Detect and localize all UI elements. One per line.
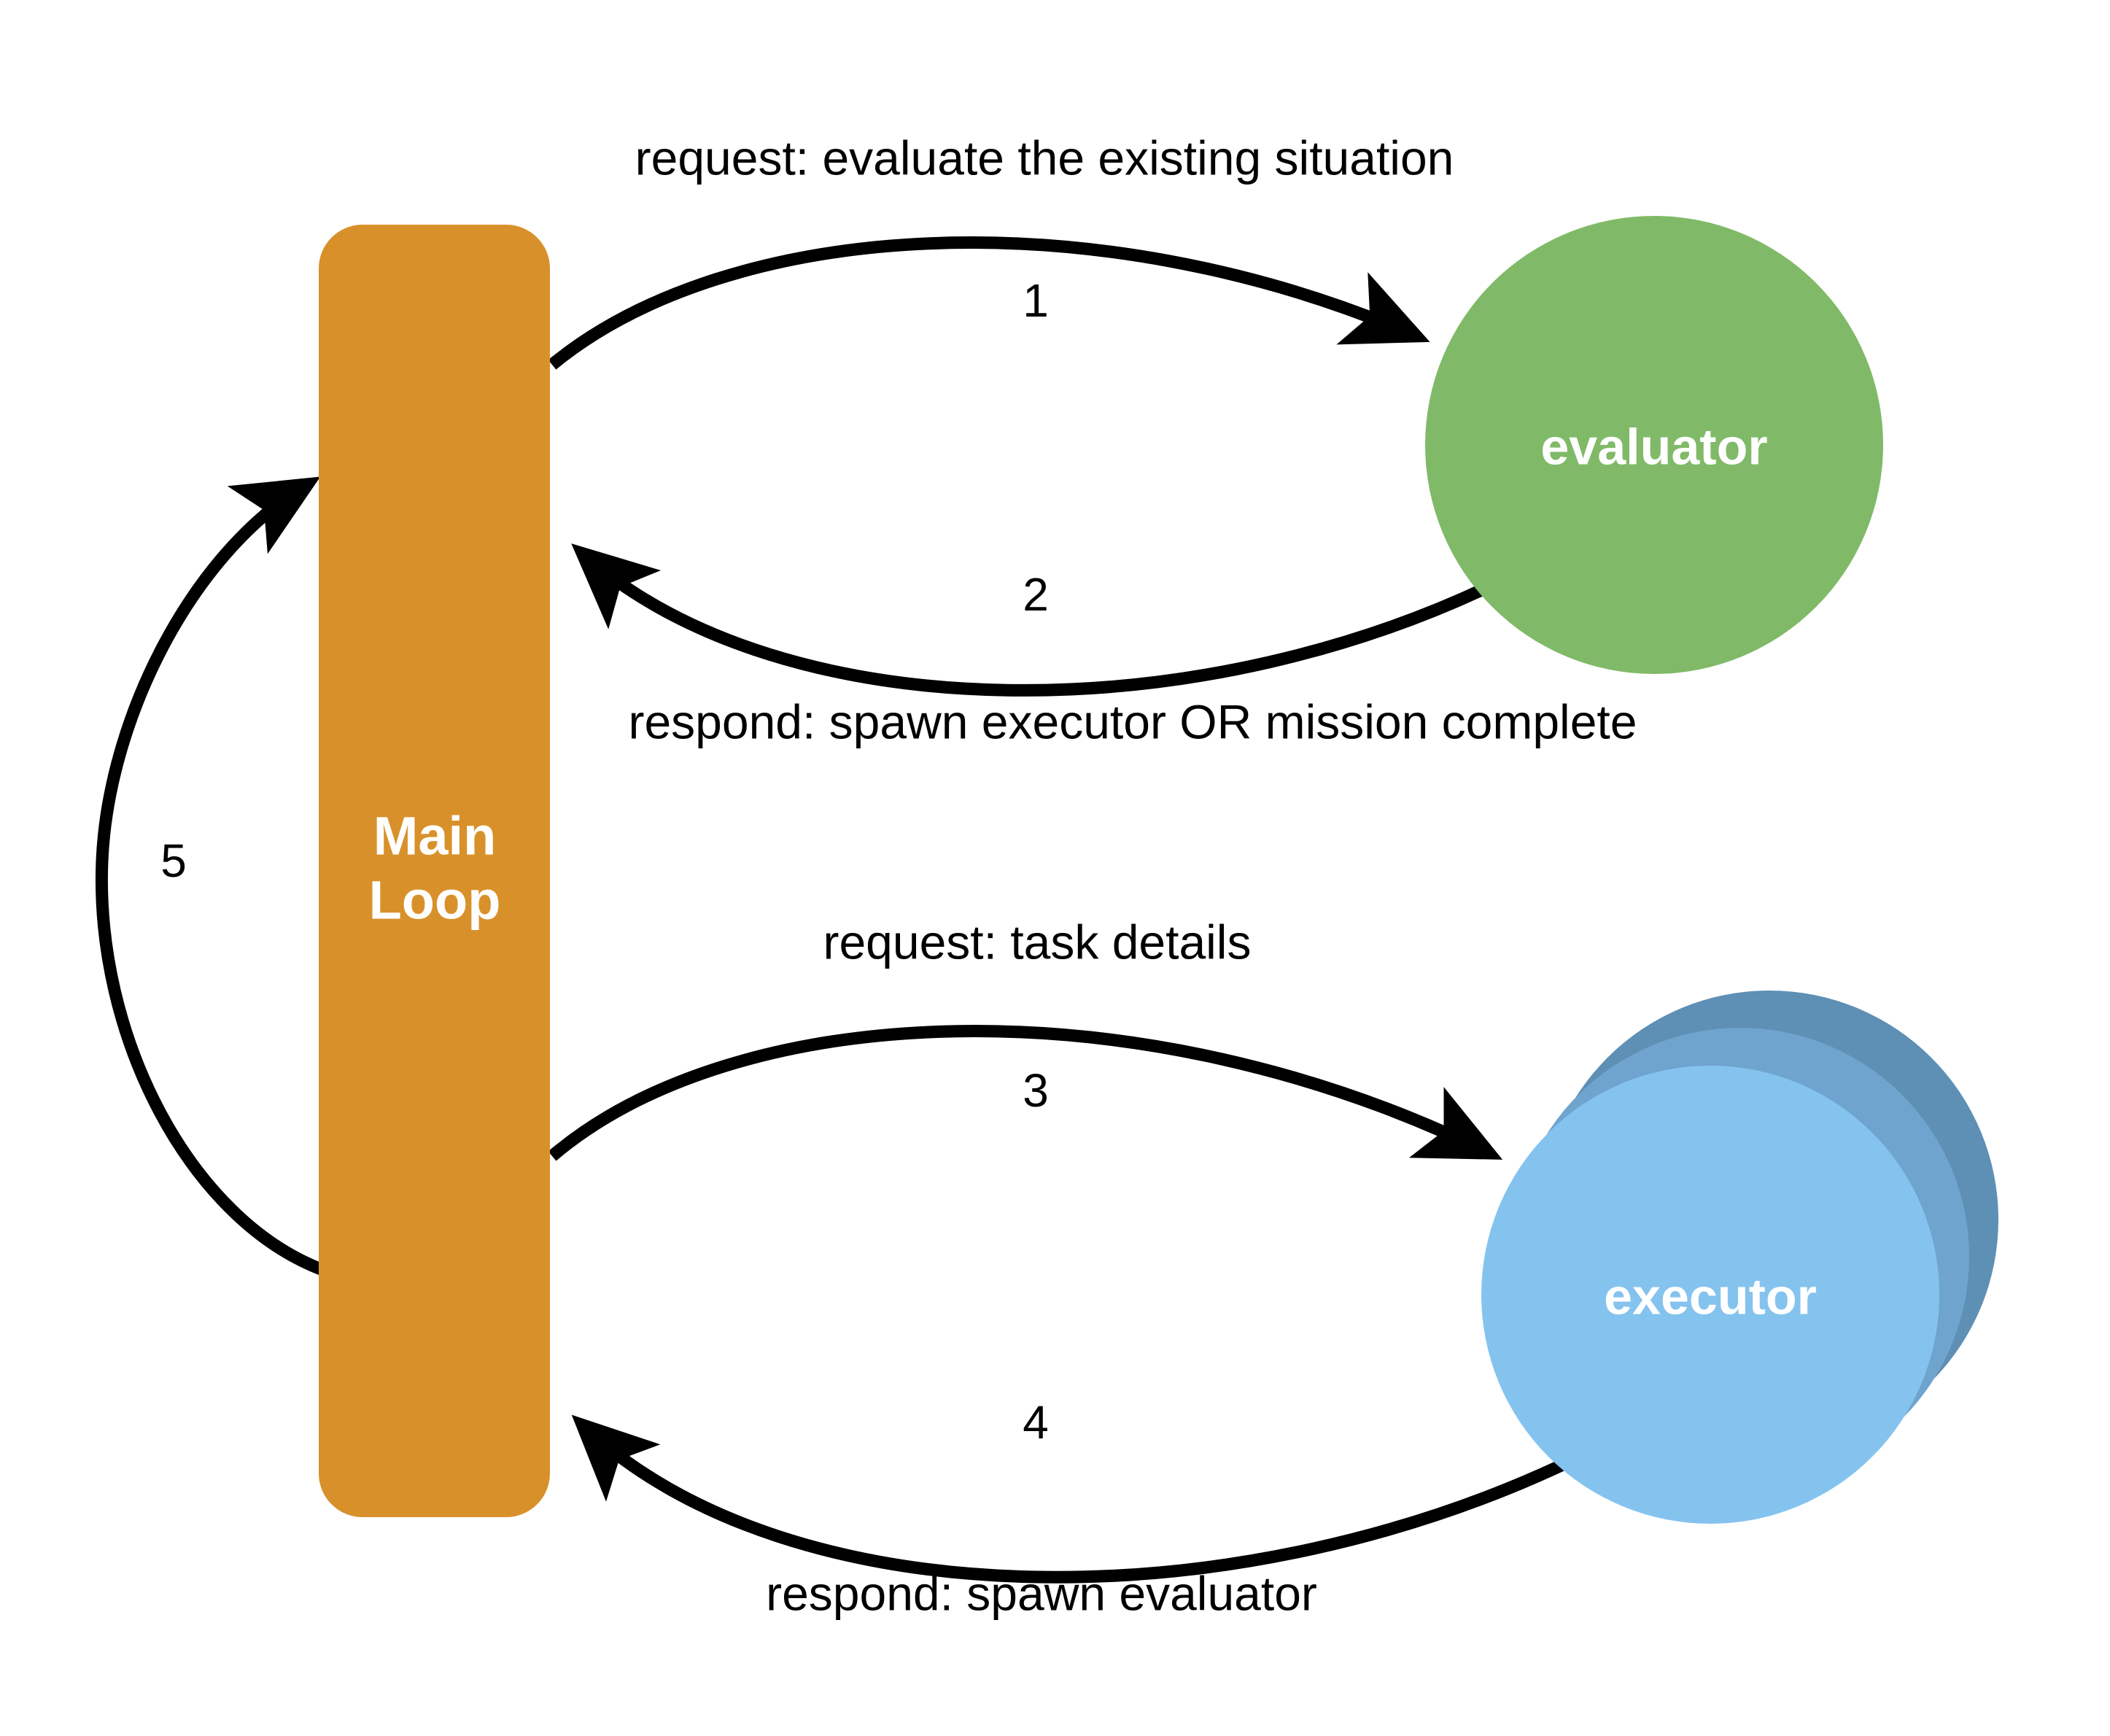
- node-evaluator[interactable]: evaluator: [1425, 216, 1883, 674]
- edge-4-path: [571, 1414, 1593, 1584]
- edge-3-main-loop-to-executor: [548, 1025, 1503, 1161]
- edge-5-sequence-number: 5: [160, 834, 187, 887]
- edge-1-label: request: evaluate the existing situation: [635, 131, 1454, 185]
- edge-4-label: respond: spawn evaluator: [766, 1566, 1317, 1620]
- node-executor[interactable]: executor: [1481, 991, 1998, 1524]
- evaluator-label: evaluator: [1540, 418, 1767, 475]
- edge-2-sequence-number: 2: [1023, 568, 1049, 621]
- edge-1-main-loop-to-evaluator: [548, 236, 1430, 370]
- edge-1-sequence-number: 1: [1023, 274, 1049, 327]
- executor-label: executor: [1604, 1268, 1817, 1325]
- main-loop-label-line2: Loop: [369, 870, 501, 931]
- node-main-loop[interactable]: Main Loop: [319, 225, 550, 1517]
- edge-3-path: [548, 1025, 1503, 1161]
- evaluator-shape[interactable]: [1425, 216, 1883, 674]
- executor-shape[interactable]: [1481, 1066, 1939, 1524]
- edge-5-path: [95, 476, 324, 1275]
- edge-2-path: [571, 543, 1527, 697]
- main-loop-label-line1: Main: [373, 806, 497, 867]
- edge-4-executor-to-main-loop: [571, 1414, 1593, 1584]
- edge-5-main-loop-self-loop: [95, 476, 324, 1275]
- edge-2-evaluator-to-main-loop: [571, 543, 1527, 697]
- edge-4-sequence-number: 4: [1023, 1396, 1049, 1449]
- edge-1-path: [548, 236, 1430, 370]
- edge-3-sequence-number: 3: [1023, 1064, 1049, 1117]
- edge-2-label: respond: spawn executor OR mission compl…: [629, 694, 1637, 748]
- edge-3-label: request: task details: [823, 915, 1252, 969]
- main-loop-shape[interactable]: [319, 225, 550, 1517]
